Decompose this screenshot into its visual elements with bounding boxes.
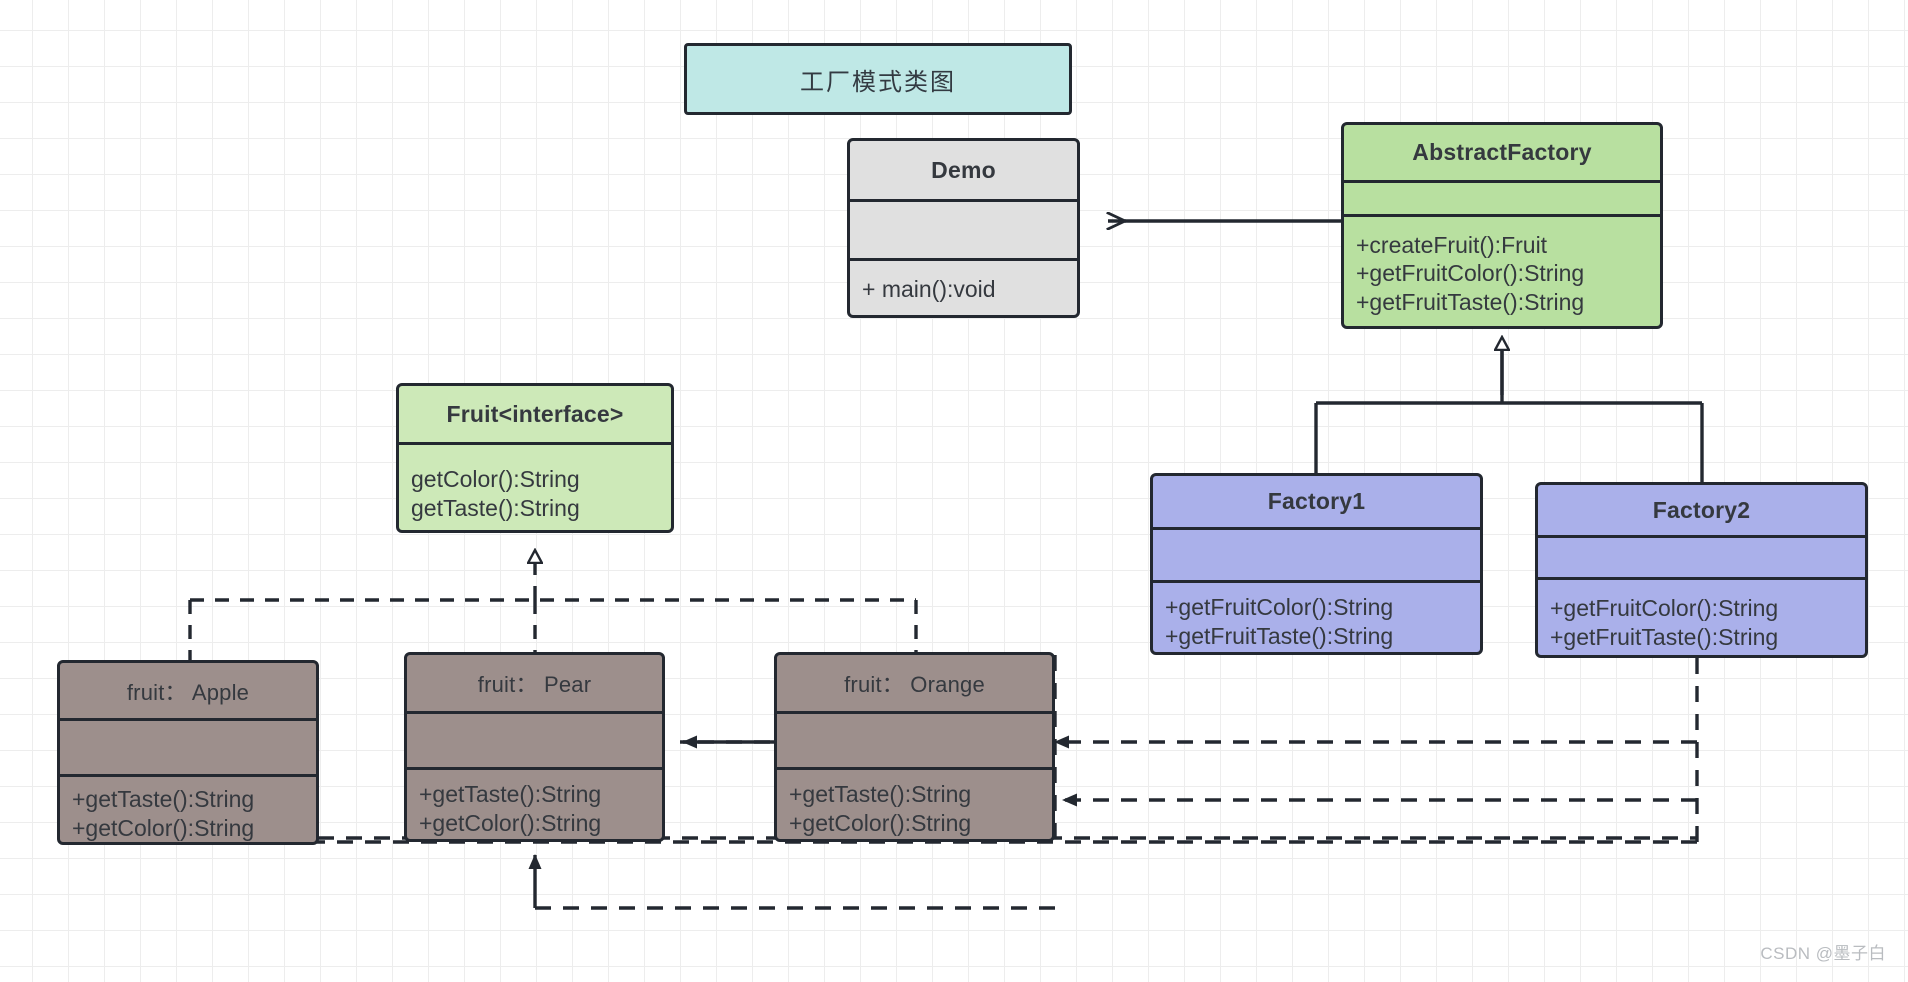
class-operations-factory2: +getFruitColor():String +getFruitTaste()… bbox=[1538, 577, 1865, 655]
operation-line: +getColor():String bbox=[72, 814, 255, 841]
class-name-pear: fruit： Pear bbox=[477, 672, 592, 697]
operation-line: +getTaste():String bbox=[72, 786, 255, 813]
operation-line: + main():void bbox=[862, 276, 996, 303]
diagram-title-text: 工厂模式类图 bbox=[800, 68, 956, 96]
class-operations-orange: +getTaste():String +getColor():String bbox=[777, 767, 1052, 839]
class-name-factory1: Factory1 bbox=[1267, 488, 1366, 514]
class-operations-abstractfactory: +createFruit():Fruit +getFruitColor():St… bbox=[1344, 214, 1660, 326]
class-node-abstractfactory[interactable]: AbstractFactory +createFruit():Fruit +ge… bbox=[1341, 122, 1663, 329]
operation-line: +getFruitColor():String bbox=[1165, 594, 1394, 621]
class-operations-factory1: +getFruitColor():String +getFruitTaste()… bbox=[1153, 580, 1480, 652]
class-name-orange: fruit： Orange bbox=[844, 672, 985, 697]
operation-line: +getTaste():String bbox=[419, 781, 602, 808]
class-name-demo: Demo bbox=[931, 156, 996, 183]
class-node-apple[interactable]: fruit： Apple +getTaste():String +getColo… bbox=[57, 660, 319, 845]
operation-line: +getFruitColor():String bbox=[1550, 595, 1779, 622]
class-node-factory1[interactable]: Factory1 +getFruitColor():String +getFru… bbox=[1150, 473, 1483, 655]
diagram-title: 工厂模式类图 bbox=[684, 43, 1072, 115]
operation-line: +getFruitTaste():String bbox=[1356, 288, 1585, 315]
class-operations-pear: +getTaste():String +getColor():String bbox=[407, 767, 662, 839]
class-attributes-pear bbox=[407, 711, 662, 767]
class-attributes-factory2 bbox=[1538, 535, 1865, 577]
class-attributes-demo bbox=[850, 199, 1077, 258]
operation-line: +getFruitTaste():String bbox=[1550, 623, 1779, 650]
class-name-abstractfactory: AbstractFactory bbox=[1412, 139, 1592, 165]
operation-line: getTaste():String bbox=[411, 494, 580, 521]
class-operations-demo: + main():void bbox=[850, 258, 1077, 315]
class-node-orange[interactable]: fruit： Orange +getTaste():String +getCol… bbox=[774, 652, 1055, 842]
operation-line: getColor():String bbox=[411, 466, 580, 493]
class-attributes-abstractfactory bbox=[1344, 180, 1660, 214]
class-name-fruit: Fruit<interface> bbox=[446, 400, 624, 427]
class-name-apple: fruit： Apple bbox=[126, 679, 250, 705]
class-node-fruit-interface[interactable]: Fruit<interface> getColor():String getTa… bbox=[396, 383, 674, 533]
watermark: CSDN @墨子白 bbox=[1760, 944, 1886, 963]
class-operations-fruit: getColor():String getTaste():String bbox=[399, 442, 671, 530]
operation-line: +getColor():String bbox=[789, 809, 972, 836]
class-operations-apple: +getTaste():String +getColor():String bbox=[60, 774, 316, 842]
operation-line: +getTaste():String bbox=[789, 781, 972, 808]
operation-line: +createFruit():Fruit bbox=[1356, 232, 1548, 259]
class-attributes-factory1 bbox=[1153, 527, 1480, 580]
class-node-pear[interactable]: fruit： Pear +getTaste():String +getColor… bbox=[404, 652, 665, 842]
class-node-factory2[interactable]: Factory2 +getFruitColor():String +getFru… bbox=[1535, 482, 1868, 658]
class-attributes-orange bbox=[777, 711, 1052, 767]
operation-line: +getColor():String bbox=[419, 809, 602, 836]
class-name-factory2: Factory2 bbox=[1652, 496, 1751, 523]
class-node-demo[interactable]: Demo + main():void bbox=[847, 138, 1080, 318]
class-attributes-apple bbox=[60, 718, 316, 774]
operation-line: +getFruitColor():String bbox=[1356, 260, 1585, 287]
operation-line: +getFruitTaste():String bbox=[1165, 622, 1394, 649]
